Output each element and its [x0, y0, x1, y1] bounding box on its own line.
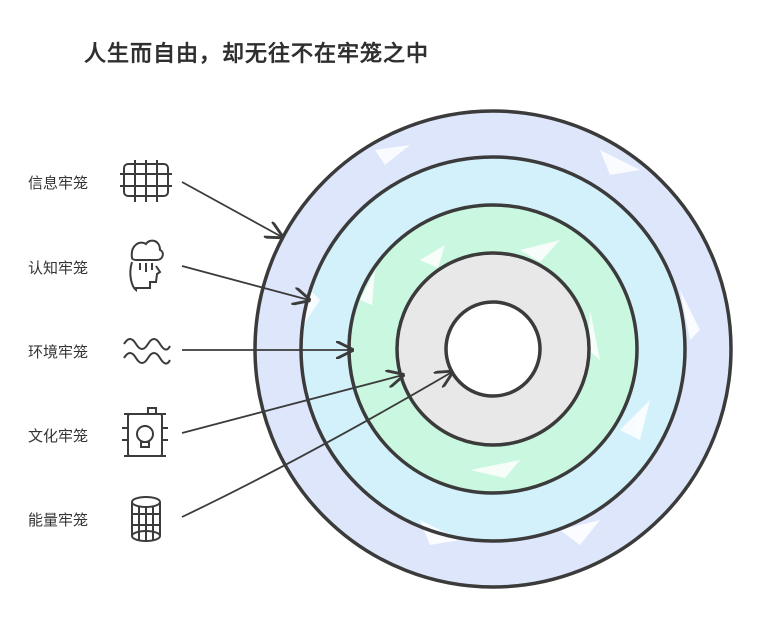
cylinder-cage-icon — [131, 496, 161, 542]
wave-icon — [123, 338, 171, 365]
arrow-energy — [181, 372, 452, 518]
head-cloud-icon — [129, 239, 164, 293]
label-cognition-cage: 认知牢笼 — [28, 259, 89, 277]
diagram-title: 人生而自由，却无往不在牢笼之中 — [84, 42, 430, 67]
skull-scroll-icon — [122, 407, 168, 457]
arrow-culture — [181, 375, 403, 434]
ring-outer — [253, 109, 733, 589]
grid-cage-icon — [120, 160, 172, 202]
label-environment-cage: 环境牢笼 — [28, 343, 89, 361]
arrow-cognition — [181, 265, 309, 300]
label-culture-cage: 文化牢笼 — [28, 427, 89, 445]
ring-core-fill — [446, 302, 540, 396]
ring-core — [444, 300, 542, 398]
ring-fourth — [395, 251, 591, 447]
label-energy-cage: 能量牢笼 — [28, 511, 89, 529]
arrow-information — [181, 181, 282, 237]
label-information-cage: 信息牢笼 — [28, 174, 89, 192]
ring-second — [299, 155, 687, 543]
